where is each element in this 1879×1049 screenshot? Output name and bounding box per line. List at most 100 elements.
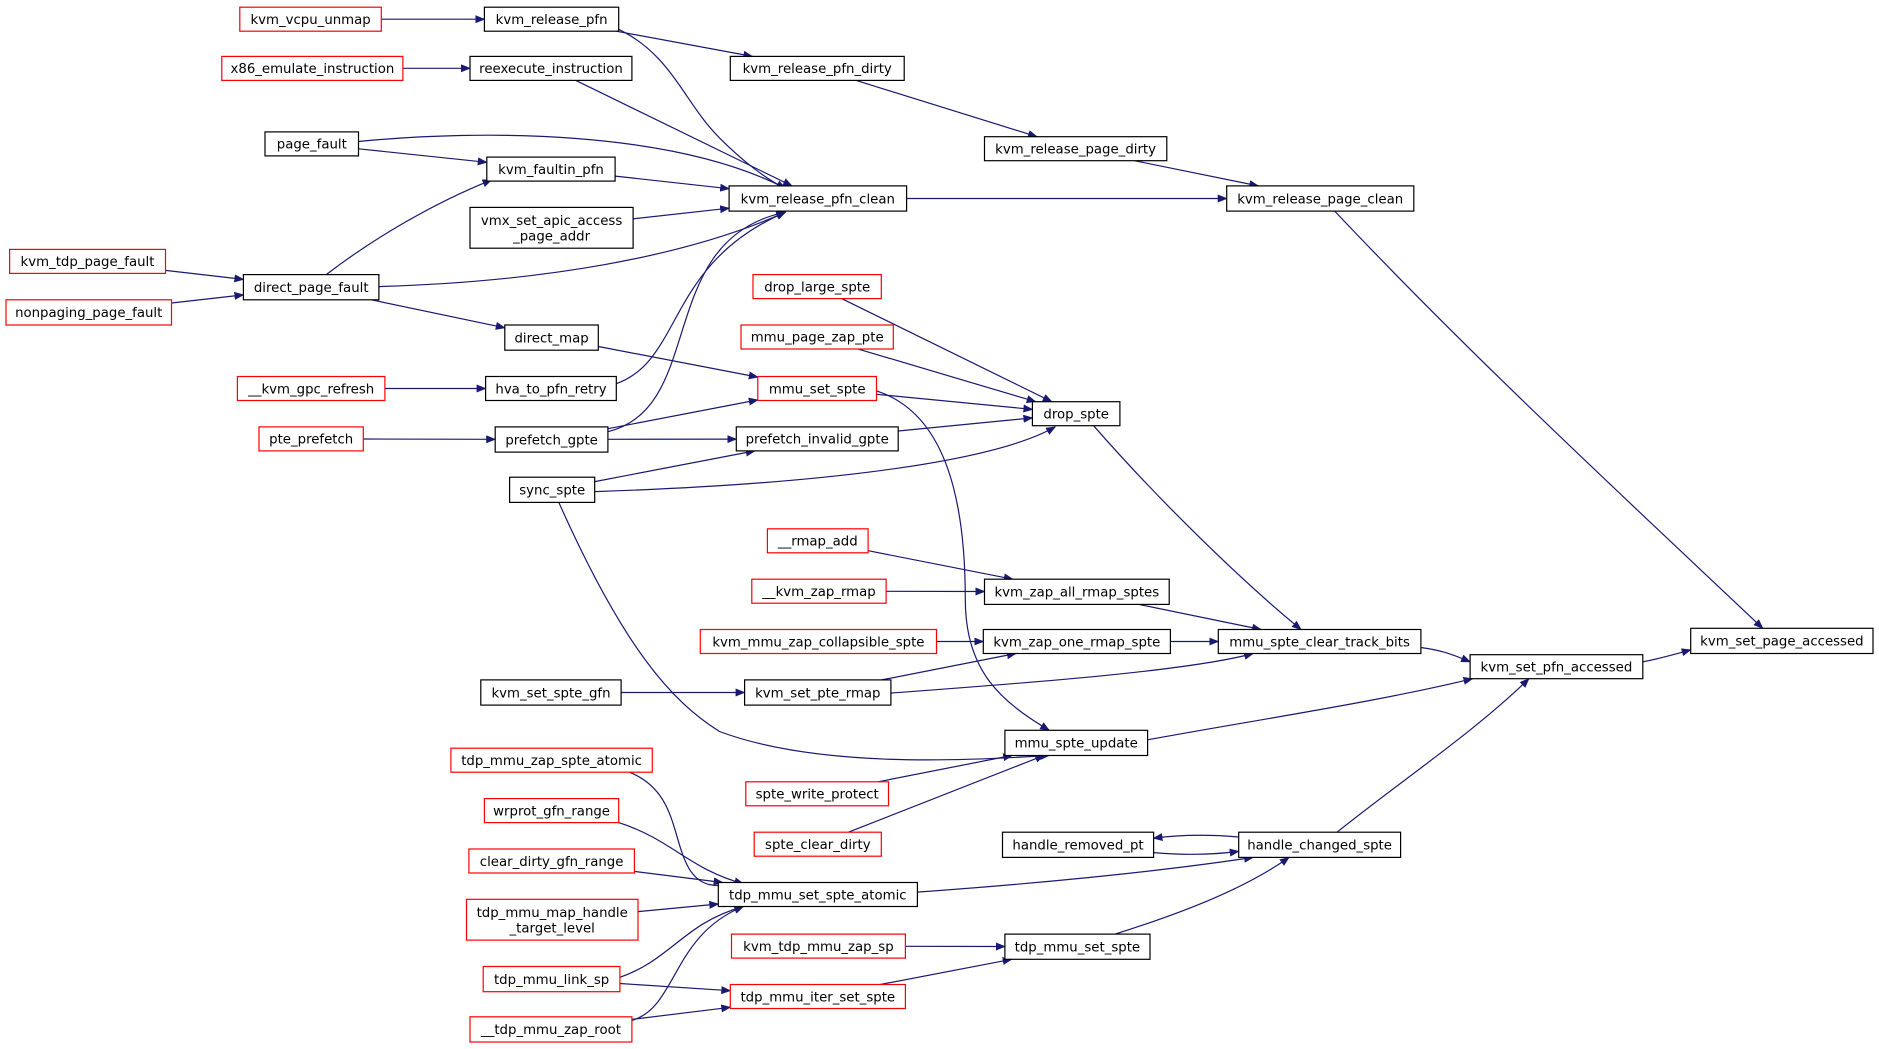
node-direct-map[interactable]: direct_map [504,324,599,351]
node-label: mmu_spte_clear_track_bits [1229,635,1410,650]
edge-tdp_mmu_set_spte-to-handle_changed_spte [1115,856,1290,935]
edge-hva_to_pfn_retry-to-kvm_release_pfn_clean [616,211,787,385]
node-spte-clear-dirty[interactable]: spte_clear_dirty [753,831,882,857]
node-label: prefetch_gpte [505,433,598,448]
node-label: drop_large_spte [764,280,870,295]
node-clear-dirty-gfn-range[interactable]: clear_dirty_gfn_range [468,848,635,874]
edge-__tdp_mmu_zap_root-to-tdp_mmu_set_spte_atomic [631,905,745,1021]
edge-spte_clear_dirty-to-mmu_spte_update [848,754,1046,833]
node-label: tdp_mmu_iter_set_spte [740,990,895,1005]
node-rmap-add[interactable]: __rmap_add [766,528,869,554]
node-vmx-set-apic-access-page-addr[interactable]: vmx_set_apic_access_page_addr [469,206,634,249]
edge-tdp_mmu_set_spte_atomic-to-handle_changed_spte [917,854,1255,893]
node-label: prefetch_invalid_gpte [746,433,889,448]
node-drop-spte[interactable]: drop_spte [1031,401,1121,427]
node-nonpaging-page-fault[interactable]: nonpaging_page_fault [5,299,173,326]
node-reexecute-instruction[interactable]: reexecute_instruction [469,55,633,82]
edge-mmu_page_zap_pte-to-drop_spte [857,348,1037,403]
edge-direct_map-to-mmu_set_spte [598,345,759,380]
edge-prefetch_invalid_gpte-to-drop_spte [898,414,1034,432]
node-kvm-vcpu-unmap[interactable]: kvm_vcpu_unmap [239,6,382,32]
node-label: kvm_faultin_pfn [498,163,604,178]
node-mmu-spte-update[interactable]: mmu_spte_update [1004,729,1149,757]
node-kvm-zap-rmap[interactable]: __kvm_zap_rmap [751,578,887,604]
edge-handle_changed_spte-to-kvm_set_pfn_accessed [1336,678,1530,833]
edge-drop_spte-to-mmu_spte_clear_track_bits [1093,425,1302,631]
node-label: kvm_set_pfn_accessed [1481,661,1633,676]
node-handle-changed-spte[interactable]: handle_changed_spte [1238,831,1402,859]
node-kvm-set-page-accessed: kvm_set_page_accessed [1690,627,1874,655]
node-wrprot-gfn-range[interactable]: wrprot_gfn_range [483,797,620,824]
node-kvm-set-pte-rmap[interactable]: kvm_set_pte_rmap [743,679,892,706]
node-label: direct_page_fault [254,281,369,296]
edge-page_fault-to-kvm_release_pfn_clean [358,134,787,189]
node-kvm-faultin-pfn[interactable]: kvm_faultin_pfn [486,156,616,182]
node-kvm-tdp-page-fault[interactable]: kvm_tdp_page_fault [9,248,167,274]
node-label: mmu_spte_update [1015,737,1138,752]
node-kvm-release-pfn-dirty[interactable]: kvm_release_pfn_dirty [729,55,905,82]
node-kvm-tdp-mmu-zap-sp[interactable]: kvm_tdp_mmu_zap_sp [730,933,906,959]
node-kvm-set-pfn-accessed[interactable]: kvm_set_pfn_accessed [1469,654,1644,680]
node-label: tdp_mmu_map_handle [477,906,628,921]
node-mmu-set-spte[interactable]: mmu_set_spte [757,375,878,402]
node-kvm-release-pfn-clean[interactable]: kvm_release_pfn_clean [728,185,908,212]
node-kvm-mmu-zap-collapsible-spte[interactable]: kvm_mmu_zap_collapsible_spte [699,628,938,655]
node-tdp-mmu-iter-set-spte[interactable]: tdp_mmu_iter_set_spte [729,983,906,1010]
node-sync-spte[interactable]: sync_spte [509,476,596,504]
node-kvm-release-page-clean[interactable]: kvm_release_page_clean [1226,185,1415,212]
edge-tdp_mmu_link_sp-to-tdp_mmu_set_spte_atomic [619,905,745,978]
node-tdp-mmu-set-spte-atomic[interactable]: tdp_mmu_set_spte_atomic [717,881,918,908]
edge-prefetch_gpte-to-mmu_set_spte [607,397,759,430]
node-label: kvm_set_pte_rmap [755,686,880,701]
node-label: kvm_tdp_page_fault [21,255,155,270]
node-direct-page-fault[interactable]: direct_page_fault [242,274,380,301]
edge-tdp_mmu_iter_set_spte-to-tdp_mmu_set_spte [880,957,1013,986]
node-label: handle_removed_pt [1012,839,1143,854]
node-prefetch-gpte[interactable]: prefetch_gpte [494,426,609,453]
node-tdp-mmu-zap-root[interactable]: __tdp_mmu_zap_root [469,1016,633,1043]
edge-kvm_zap_all_rmap_sptes-to-mmu_spte_clear_track_bits [1138,603,1263,632]
node-tdp-mmu-zap-spte-atomic[interactable]: tdp_mmu_zap_spte_atomic [450,747,653,773]
edge-kvm_release_page_dirty-to-kvm_release_page_clean [1134,160,1260,189]
node-mmu-page-zap-pte[interactable]: mmu_page_zap_pte [740,324,894,350]
node-spte-write-protect[interactable]: spte_write_protect [745,781,890,807]
node-kvm-release-page-dirty[interactable]: kvm_release_page_dirty [983,136,1168,162]
node-label: __kvm_zap_rmap [761,585,875,600]
node-kvm-zap-all-rmap-sptes[interactable]: kvm_zap_all_rmap_sptes [983,578,1170,606]
node-kvm-gpc-refresh[interactable]: __kvm_gpc_refresh [236,375,386,402]
node-kvm-set-spte-gfn[interactable]: kvm_set_spte_gfn [480,679,622,706]
node-label: kvm_release_pfn_dirty [743,62,892,77]
edge-kvm_set_pte_rmap-to-mmu_spte_clear_track_bits [890,652,1255,694]
node-kvm-zap-one-rmap-spte[interactable]: kvm_zap_one_rmap_spte [982,628,1171,655]
node-handle-removed-pt[interactable]: handle_removed_pt [1001,831,1155,859]
node-label: kvm_zap_one_rmap_spte [993,635,1160,650]
edge-direct_page_fault-to-kvm_faultin_pfn [325,179,493,276]
node-label: __tdp_mmu_zap_root [480,1023,621,1038]
node-label: kvm_zap_all_rmap_sptes [994,586,1159,601]
edge-kvm_release_pfn-to-kvm_release_pfn_dirty [616,30,754,59]
node-label: reexecute_instruction [479,62,623,77]
edge-mmu_set_spte-to-mmu_spte_update [876,390,1051,731]
edge-reexecute_instruction-to-kvm_release_pfn_clean [575,79,793,187]
node-drop-large-spte[interactable]: drop_large_spte [752,274,882,300]
node-label: kvm_vcpu_unmap [250,13,370,28]
node-pte-prefetch[interactable]: pte_prefetch [258,426,364,452]
node-hva-to-pfn-retry[interactable]: hva_to_pfn_retry [485,375,617,402]
node-tdp-mmu-set-spte[interactable]: tdp_mmu_set_spte [1004,933,1151,960]
node-label: hva_to_pfn_retry [495,382,606,397]
edge-kvm_set_pte_rmap-to-kvm_zap_one_rmap_spte [881,651,1017,681]
node-mmu-spte-clear-track-bits[interactable]: mmu_spte_clear_track_bits [1217,628,1422,655]
edge-kvm_faultin_pfn-to-kvm_release_pfn_clean [615,175,731,192]
edge-mmu_spte_clear_track_bits-to-kvm_set_pfn_accessed [1420,646,1472,663]
node-x86-emulate-instruction[interactable]: x86_emulate_instruction [221,55,404,82]
node-label: direct_map [514,331,588,346]
node-tdp-mmu-link-sp[interactable]: tdp_mmu_link_sp [482,965,621,993]
node-kvm-release-pfn[interactable]: kvm_release_pfn [483,6,620,32]
node-prefetch-invalid-gpte[interactable]: prefetch_invalid_gpte [735,426,899,452]
edge-tdp_mmu_zap_spte_atomic-to-tdp_mmu_set_spte_atomic [629,771,745,889]
node-page-fault[interactable]: page_fault [264,131,360,157]
node-tdp-mmu-map-handle-target-level[interactable]: tdp_mmu_map_handle_target_level [465,898,639,941]
edge-kvm_tdp_page_fault-to-direct_page_fault [165,269,245,283]
edge-__tdp_mmu_zap_root-to-tdp_mmu_iter_set_spte [631,1004,732,1020]
node-label: __kvm_gpc_refresh [247,382,374,397]
